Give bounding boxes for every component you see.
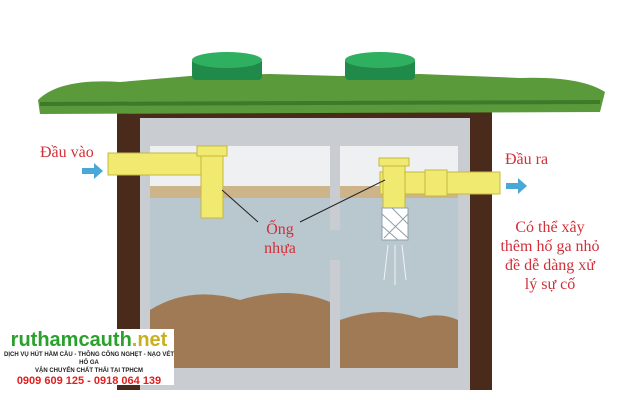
inlet-label: Đầu vào bbox=[40, 144, 94, 161]
sludge-left bbox=[150, 292, 330, 368]
note-label: Có thể xây thêm hố ga nhỏ đề dễ dàng xử … bbox=[500, 219, 600, 293]
grass bbox=[38, 74, 605, 114]
outlet-pipe bbox=[378, 157, 501, 211]
outlet-arrow-icon bbox=[506, 178, 527, 194]
logo-location: VẬN CHUYỂN CHẤT THẢI TẠI TPHCM bbox=[35, 368, 143, 374]
logo-tld: .net bbox=[131, 329, 168, 351]
logo-phone: 0909 609 125 - 0918 064 139 bbox=[16, 375, 162, 387]
logo-brand: ruthamcauth bbox=[10, 329, 132, 351]
inlet-pipe bbox=[107, 145, 228, 219]
logo: ruthamcauth.net DỊCH VỤ HÚT HẦM CẦU - TH… bbox=[4, 329, 174, 387]
pipe-label: Ống nhựa bbox=[264, 221, 296, 257]
filter-mesh bbox=[381, 207, 409, 241]
logo-services: DỊCH VỤ HÚT HẦM CẦU - THÔNG CỐNG NGHẸT -… bbox=[4, 352, 174, 366]
sludge-right bbox=[340, 311, 458, 368]
inlet-arrow-icon bbox=[82, 163, 103, 179]
outlet-label: Đầu ra bbox=[505, 151, 549, 168]
